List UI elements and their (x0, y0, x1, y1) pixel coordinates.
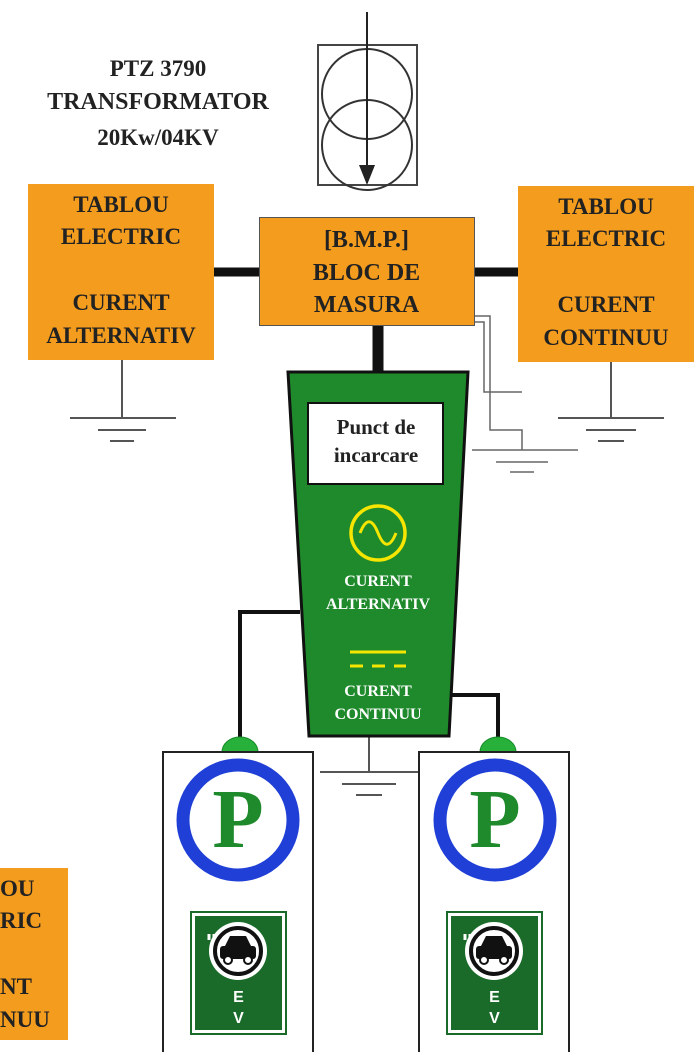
parking-sign-icon (433, 758, 557, 882)
panel-ac-line2: ELECTRIC (60, 224, 182, 249)
ground-ac (70, 360, 176, 442)
metering-line3: MASURA (313, 292, 420, 318)
parking-sign-icon (176, 758, 300, 882)
panel-ac: TABLOU ELECTRIC CURENT ALTERNATIV (28, 184, 214, 360)
panel-dc-line3: CURENT (557, 292, 655, 317)
cable-left (238, 610, 300, 742)
parking-letter-left: P (212, 773, 264, 866)
parking-post-left (162, 751, 314, 1052)
panel-partial-line3: NT (0, 974, 32, 999)
panel-dc: TABLOU ELECTRIC CURENT CONTINUU (518, 186, 694, 362)
panel-dc-line4: CONTINUU (543, 325, 669, 350)
panel-dc-line2: ELECTRIC (545, 226, 667, 251)
ground-metering (472, 315, 578, 473)
transformer-model: PTZ 3790 (109, 56, 207, 81)
panel-partial-line4: NUU (0, 1007, 50, 1032)
ev-label-left-2: V (233, 1010, 244, 1027)
charger-dc-line2: CONTINUU (334, 706, 422, 723)
charger-dc-line1: CURENT (344, 683, 412, 700)
parking-post-right (418, 751, 570, 1052)
parking-letter-right: P (469, 773, 521, 866)
ground-charger (320, 736, 418, 796)
ev-car-icon (207, 922, 267, 980)
ac-symbol-icon (349, 504, 407, 562)
dc-symbol-icon (350, 650, 406, 668)
charger-ac-line1: CURENT (344, 573, 412, 590)
panel-ac-line4: ALTERNATIV (46, 323, 196, 348)
ev-car-icon (463, 922, 523, 980)
panel-ac-line3: CURENT (72, 290, 170, 315)
metering-line1: [B.M.P.] (323, 227, 410, 253)
panel-partial: OU RIC NT NUU (0, 868, 68, 1040)
metering-block: [B.M.P.] BLOC DE MASURA (259, 217, 475, 326)
charger-label-line1: Punct de (336, 415, 416, 439)
panel-partial-line2: RIC (0, 908, 43, 933)
panel-dc-line1: TABLOU (558, 194, 654, 219)
transformer-rating: 20Kw/04KV (97, 125, 219, 150)
transformer-symbol (317, 12, 418, 191)
cable-right (448, 693, 500, 742)
charger-ac-line2: ALTERNATIV (325, 596, 431, 613)
charger-label-line2: incarcare (333, 443, 419, 467)
ev-label-right-1: E (489, 989, 500, 1006)
ground-dc (558, 362, 664, 442)
metering-line2: BLOC DE (312, 260, 421, 286)
ev-label-right-2: V (489, 1010, 500, 1027)
transformer-name: TRANSFORMATOR (47, 89, 269, 115)
ev-label-left-1: E (233, 989, 244, 1006)
panel-ac-line1: TABLOU (73, 192, 169, 217)
charger-label-panel (307, 402, 444, 485)
panel-partial-line1: OU (0, 876, 35, 901)
